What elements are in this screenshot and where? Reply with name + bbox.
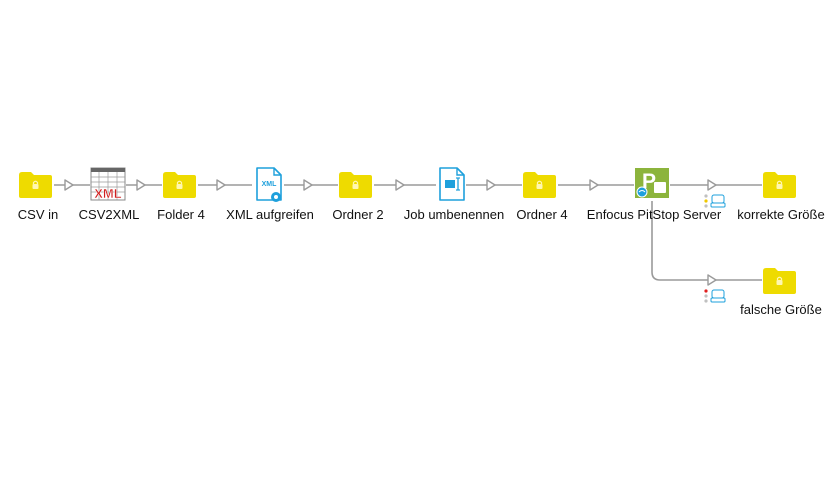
node-label-csv-in[interactable]: CSV in <box>17 207 59 222</box>
node-label-falsche-groesse[interactable]: falsche Größe <box>740 302 822 317</box>
node-label-korrekte-groesse[interactable]: korrekte Größe <box>737 207 825 222</box>
folder-icon-ordner-4[interactable] <box>523 172 556 198</box>
arrowheads <box>64 179 717 286</box>
arrowhead <box>395 179 405 191</box>
arrowhead <box>486 179 496 191</box>
arrowhead <box>707 179 717 191</box>
arrowhead <box>216 179 226 191</box>
node-label-ordner-4[interactable]: Ordner 4 <box>516 207 568 222</box>
arrowhead <box>303 179 313 191</box>
connector-pitstop-to-falsche-groesse[interactable] <box>651 201 762 281</box>
folder-icon-korrekte-groesse[interactable] <box>763 172 796 198</box>
arrowhead <box>136 179 146 191</box>
xml-document-icon[interactable]: XML <box>256 167 282 202</box>
xml-doc-icon-text: XML <box>262 181 278 188</box>
success-connection-indicator[interactable] <box>704 194 726 208</box>
node-label-folder-4[interactable]: Folder 4 <box>157 207 205 222</box>
arrowhead <box>64 179 74 191</box>
folder-icon-falsche-groesse[interactable] <box>763 268 796 294</box>
folder-icon-csv-in[interactable] <box>19 172 52 198</box>
folder-icon-folder-4[interactable] <box>163 172 196 198</box>
arrowhead <box>707 274 717 286</box>
node-label-ordner-2[interactable]: Ordner 2 <box>332 207 384 222</box>
folder-icon-ordner-2[interactable] <box>339 172 372 198</box>
connectors <box>54 184 762 281</box>
node-label-csv2xml[interactable]: CSV2XML <box>78 207 140 222</box>
node-label-xml-aufgreifen[interactable]: XML aufgreifen <box>226 207 314 222</box>
pitstop-icon-text: P <box>642 170 656 193</box>
pitstop-server-icon[interactable]: P <box>635 168 669 198</box>
rename-document-icon[interactable] <box>439 167 465 201</box>
csv2xml-icon-text: XML <box>94 186 122 201</box>
arrowhead <box>589 179 599 191</box>
error-connection-indicator[interactable] <box>704 289 726 303</box>
csv2xml-icon[interactable]: XML <box>90 167 126 201</box>
node-label-enfocus-pitstop[interactable]: Enfocus PitStop Server <box>586 207 722 222</box>
node-label-job-umbenennen[interactable]: Job umbenennen <box>403 207 505 222</box>
